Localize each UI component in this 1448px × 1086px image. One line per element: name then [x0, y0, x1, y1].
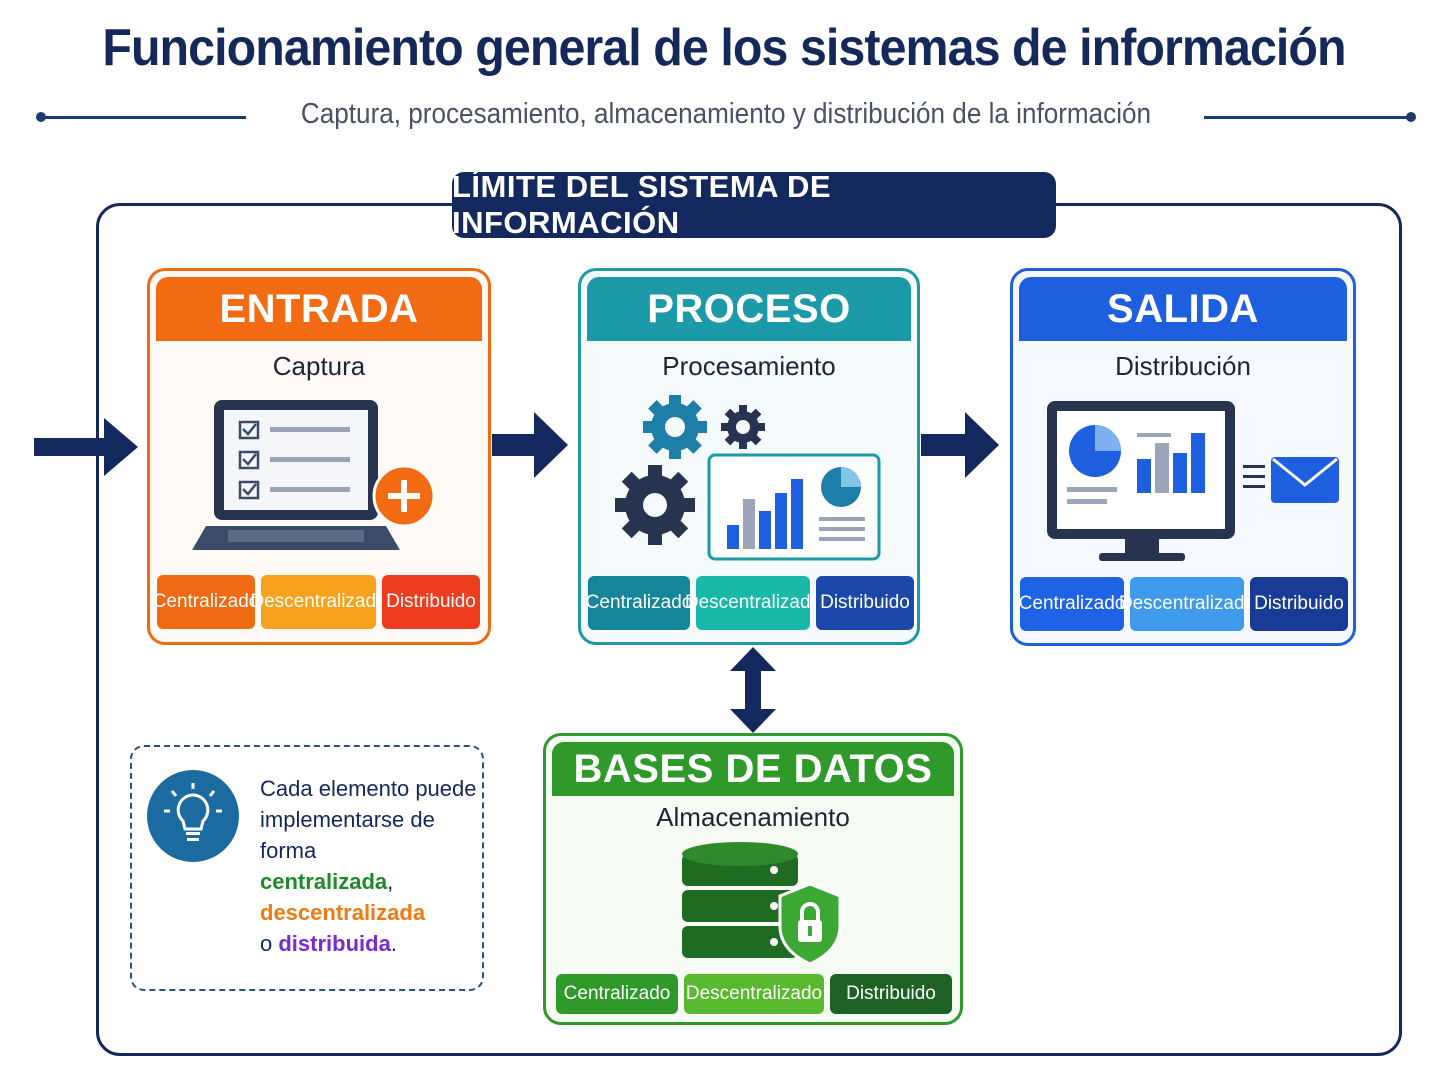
page-title: Funcionamiento general de los sistemas d… [102, 19, 1346, 77]
note-line-2: implementarse de [260, 807, 435, 832]
proceso-chips: Centralizado Descentralizado Distribuido [586, 576, 914, 630]
proceso-chip-distribuido: Distribuido [816, 576, 914, 630]
subtitle-dot-left [36, 112, 46, 122]
lightbulb-icon [147, 770, 239, 862]
salida-chips: Centralizado Descentralizado Distribuido [1019, 577, 1348, 631]
proceso-title: PROCESO [587, 277, 911, 341]
bases-chip-descentralizado: Descentralizado [684, 974, 824, 1014]
entrada-to-proceso-arrow [492, 412, 568, 478]
entrada-chips: Centralizado Descentralizado Distribuido [153, 575, 480, 629]
subtitle-dot-right [1406, 112, 1416, 122]
salida-title: SALIDA [1019, 277, 1347, 341]
salida-chip-descentralizado: Descentralizado [1119, 577, 1255, 631]
proceso-bases-bidirectional-arrow [730, 647, 776, 733]
entrada-chip-centralizado: Centralizado [153, 575, 259, 629]
subtitle-row: Captura, procesamiento, almacenamiento y… [36, 98, 1416, 138]
note-line-1: Cada elemento puede [260, 776, 477, 801]
input-arrow [34, 418, 138, 476]
salida-subtitle: Distribución [1115, 351, 1251, 381]
subtitle-line-left [42, 116, 246, 119]
note-line-6: o distribuida. [260, 928, 480, 959]
bases-title: BASES DE DATOS [552, 742, 954, 796]
entrada-card: ENTRADA Captura Centralizado Descentrali… [147, 268, 491, 645]
note-line-4: centralizada, [260, 866, 480, 897]
note-centralizada: centralizada [260, 869, 388, 894]
note-distribuida: distribuida [278, 931, 391, 956]
bases-chip-centralizado: Centralizado [556, 974, 678, 1014]
note-descentralizada: descentralizada [260, 900, 426, 925]
bases-card: BASES DE DATOS Almacenamiento Centraliza… [543, 733, 963, 1025]
proceso-card: PROCESO Procesamiento [578, 268, 920, 645]
page-subtitle: Captura, procesamiento, almacenamiento y… [300, 98, 1152, 130]
proceso-to-salida-arrow [921, 412, 999, 478]
salida-chip-distribuido: Distribuido [1250, 577, 1348, 631]
salida-chip-centralizado: Centralizado [1019, 577, 1125, 631]
note-line-3: forma [260, 838, 317, 863]
system-boundary-label: LÍMITE DEL SISTEMA DE INFORMACIÓN [452, 169, 1056, 240]
monitor-report-email-icon [1047, 401, 1339, 561]
database-lock-icon [682, 842, 842, 966]
entrada-subtitle: Captura [272, 351, 366, 381]
note-comma: , [387, 869, 394, 894]
proceso-chip-centralizado: Centralizado [586, 576, 692, 630]
proceso-subtitle: Procesamiento [662, 351, 836, 381]
entrada-title: ENTRADA [156, 277, 482, 341]
gears-chart-icon [615, 395, 881, 561]
laptop-checklist-icon [192, 400, 436, 550]
implementation-note: Cada elemento puede implementarse de for… [130, 745, 484, 991]
salida-card: SALIDA Distribución Centralizado Descent… [1010, 268, 1356, 646]
note-text: Cada elemento puede implementarse de for… [260, 773, 480, 959]
entrada-chip-distribuido: Distribuido [382, 575, 480, 629]
proceso-chip-descentralizado: Descentralizado [685, 576, 821, 630]
note-o: o [260, 931, 279, 956]
entrada-chip-descentralizado: Descentralizado [250, 575, 387, 629]
bases-chips: Centralizado Descentralizado Distribuido [556, 974, 952, 1014]
subtitle-line-right [1204, 116, 1410, 119]
bases-chip-distribuido: Distribuido [830, 974, 952, 1014]
bases-subtitle: Almacenamiento [656, 802, 850, 832]
note-line-5: descentralizada [260, 897, 480, 928]
note-period: . [390, 931, 397, 956]
